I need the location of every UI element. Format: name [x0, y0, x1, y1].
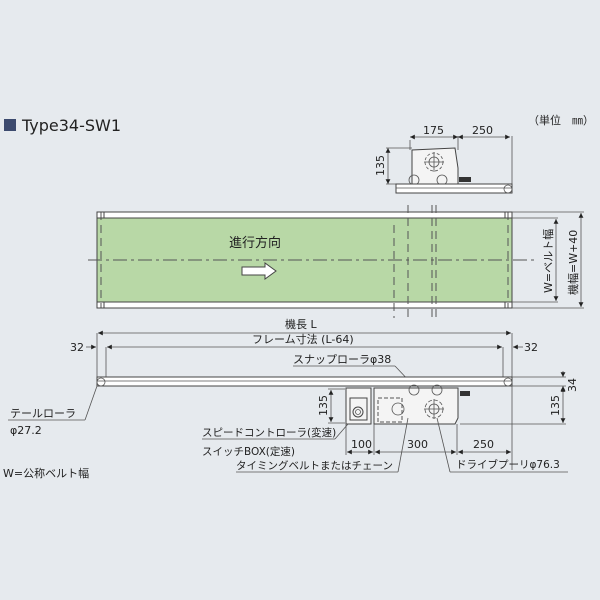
top-view: 進行方向 W=ベルト幅 機幅=W+40	[88, 205, 584, 318]
svg-text:スピードコントローラ(変速): スピードコントローラ(変速)	[202, 426, 336, 439]
svg-text:ドライブプーリφ76.3: ドライブプーリφ76.3	[456, 458, 560, 471]
direction-label: 進行方向	[229, 235, 281, 251]
svg-text:250: 250	[473, 438, 494, 451]
svg-text:135: 135	[374, 155, 387, 176]
svg-text:100: 100	[351, 438, 372, 451]
svg-text:250: 250	[472, 124, 493, 137]
svg-text:φ27.2: φ27.2	[10, 424, 42, 437]
svg-text:スナップローラφ38: スナップローラφ38	[293, 353, 391, 366]
side-view: 175 250 135	[374, 124, 513, 194]
svg-text:32: 32	[524, 341, 538, 354]
svg-text:135: 135	[549, 395, 562, 416]
svg-text:300: 300	[407, 438, 428, 451]
svg-text:フレーム寸法 (L-64): フレーム寸法 (L-64)	[252, 332, 354, 346]
title-marker-icon	[4, 119, 16, 131]
direction-arrow-icon	[241, 262, 277, 280]
footnote: W=公称ベルト幅	[3, 466, 89, 480]
svg-text:機幅=W+40: 機幅=W+40	[566, 230, 580, 295]
drive-unit	[373, 387, 459, 425]
svg-text:タイミングベルトまたはチェーン: タイミングベルトまたはチェーン	[236, 459, 393, 472]
svg-text:135: 135	[317, 395, 330, 416]
unit-note: （単位 ㎜）	[528, 113, 594, 127]
front-view: 機長 L フレーム寸法 (L-64) 32 32 スナップローラφ38 34 1…	[8, 317, 579, 473]
svg-text:テールローラ: テールローラ	[10, 407, 76, 420]
svg-text:機長 L: 機長 L	[285, 317, 317, 331]
svg-text:32: 32	[70, 341, 84, 354]
svg-text:175: 175	[423, 124, 444, 137]
drawing-title: Type34-SW1	[21, 116, 121, 135]
svg-text:W=ベルト幅: W=ベルト幅	[542, 229, 555, 293]
svg-text:スイッチBOX(定速): スイッチBOX(定速)	[202, 445, 295, 458]
svg-text:34: 34	[566, 378, 579, 392]
